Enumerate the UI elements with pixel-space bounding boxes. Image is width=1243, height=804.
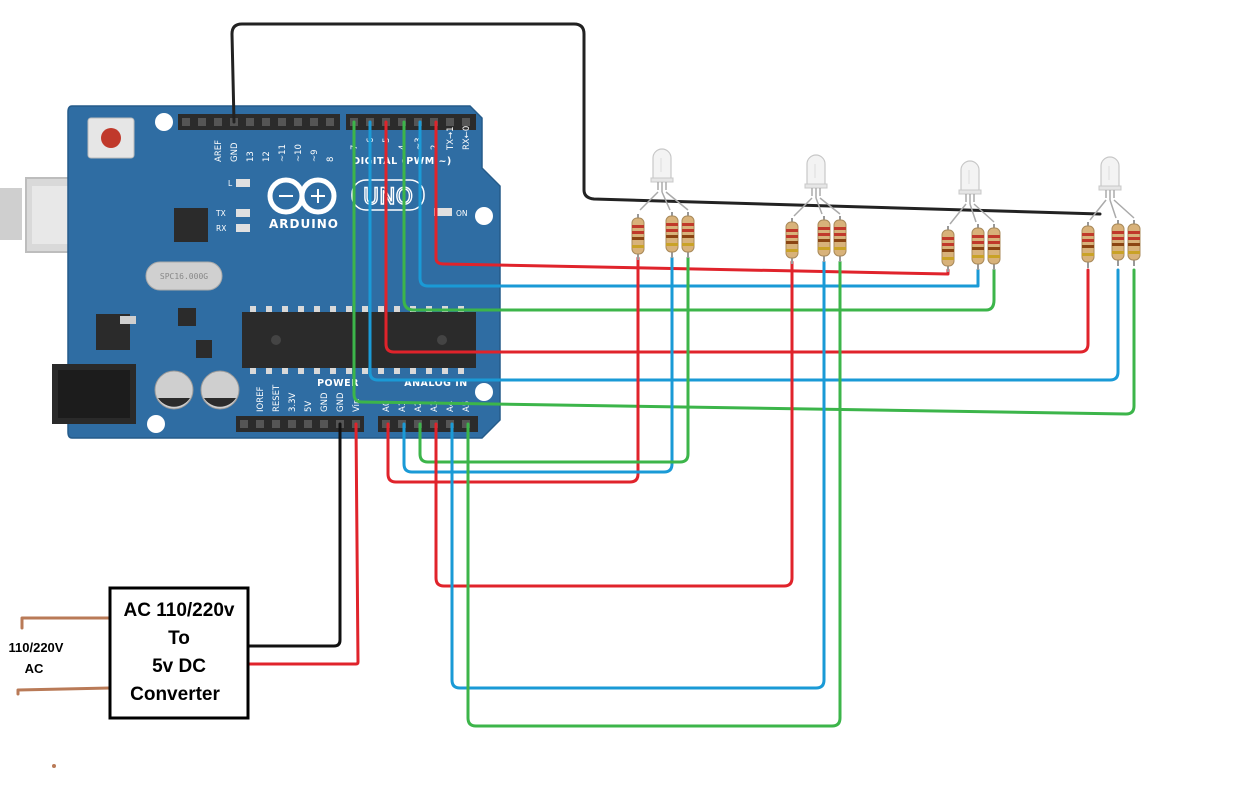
ac-input-label: 110/220V AC bbox=[9, 640, 64, 676]
rgb-led-1 bbox=[650, 148, 674, 193]
wire-red-d3 bbox=[434, 120, 950, 276]
ac-label: AC bbox=[25, 661, 44, 676]
pin-label: 12 bbox=[262, 151, 272, 162]
pin-label: 5V bbox=[304, 401, 314, 412]
digital-label: DIGITAL (PWM ~) bbox=[352, 156, 452, 167]
wire-black-gnd-power bbox=[246, 422, 342, 648]
pin-label: A0 bbox=[382, 401, 392, 412]
wire-red-vin bbox=[246, 422, 360, 666]
resistor bbox=[665, 211, 679, 259]
pin-label: IOREF bbox=[256, 387, 266, 412]
resistor bbox=[817, 215, 831, 263]
wire-green-a5 bbox=[466, 260, 842, 728]
mounting-hole bbox=[475, 383, 493, 401]
crystal-label: SPC16.000G bbox=[160, 272, 208, 281]
led-tx bbox=[236, 209, 250, 217]
wire-red-a3 bbox=[434, 260, 794, 588]
led-on bbox=[434, 208, 452, 216]
led-l-label: L bbox=[228, 179, 233, 188]
mounting-hole bbox=[475, 207, 493, 225]
converter-line-4: Converter bbox=[130, 684, 220, 705]
pin-label: AREF bbox=[214, 140, 224, 162]
analog-label: ANALOG IN bbox=[404, 378, 468, 389]
wire-blue-d10 bbox=[368, 120, 1120, 382]
power-header bbox=[236, 416, 364, 432]
resistor bbox=[987, 223, 1001, 271]
pin-label: A2 bbox=[414, 401, 424, 412]
small-chip bbox=[178, 308, 196, 326]
resistor bbox=[971, 223, 985, 271]
led-rx-label: RX bbox=[216, 224, 226, 233]
pin-label: 13 bbox=[246, 151, 256, 162]
pin-label: 3.3V bbox=[288, 392, 298, 412]
resistor bbox=[833, 215, 847, 263]
converter-box bbox=[108, 586, 250, 720]
arduino-logo bbox=[267, 177, 337, 215]
ac-lead-bottom bbox=[16, 686, 112, 696]
pin-label: RESET bbox=[272, 384, 282, 412]
resistor bbox=[941, 225, 955, 273]
pin-label: ~10 bbox=[294, 144, 304, 162]
on-label: ON bbox=[456, 209, 468, 218]
rgb-led-4 bbox=[1098, 156, 1122, 201]
brand-label: ARDUINO bbox=[269, 217, 339, 231]
crystal bbox=[145, 261, 223, 291]
pin-label: ~9 bbox=[310, 149, 320, 162]
pin-label: 8 bbox=[326, 157, 336, 162]
wire-blue-a1 bbox=[402, 256, 674, 474]
resistor bbox=[1081, 221, 1095, 269]
wire-gnd-common bbox=[230, 22, 1102, 216]
pin-label: GND bbox=[336, 392, 346, 412]
converter-line-3: 5v DC bbox=[152, 656, 206, 677]
pin-label: A5 bbox=[462, 401, 472, 412]
pin-label: A3 bbox=[430, 401, 440, 412]
power-label: POWER bbox=[317, 378, 359, 389]
wire-green-d6 bbox=[402, 120, 996, 312]
pin-label: TX→1 bbox=[446, 126, 456, 151]
wire-blue-d5 bbox=[418, 120, 980, 288]
led-l bbox=[236, 179, 250, 187]
stray-dot bbox=[52, 764, 56, 768]
usb-connector bbox=[0, 188, 22, 240]
rgb-led-array bbox=[631, 148, 1141, 273]
wire-blue-a4 bbox=[450, 260, 826, 690]
ac-lead-top bbox=[20, 616, 112, 630]
pin-label: RX←0 bbox=[462, 126, 472, 150]
pin-label: A4 bbox=[446, 401, 456, 412]
wire-red-a0 bbox=[386, 256, 640, 484]
resistor bbox=[1111, 219, 1125, 267]
pin-label: GND bbox=[230, 142, 240, 162]
mounting-hole bbox=[155, 113, 173, 131]
converter-line-1: AC 110/220v bbox=[124, 600, 235, 621]
digital-header-right bbox=[346, 114, 476, 130]
arduino-uno-board: SPC16.000G ARDUINO UNO bbox=[0, 105, 501, 439]
resistor bbox=[1127, 219, 1141, 267]
usb-chip bbox=[174, 208, 208, 242]
wire-green-a2 bbox=[418, 256, 690, 464]
wire-green-d11 bbox=[352, 120, 1136, 416]
wires bbox=[16, 22, 1136, 768]
rgb-led-3 bbox=[958, 160, 982, 205]
led-tx-label: TX bbox=[215, 209, 226, 218]
wire-red-d9 bbox=[384, 120, 1090, 354]
pin-label: GND bbox=[320, 392, 330, 412]
pin-label: A1 bbox=[398, 401, 408, 412]
converter-line-2: To bbox=[168, 628, 190, 649]
led-rx bbox=[236, 224, 250, 232]
rgb-led-2 bbox=[804, 154, 828, 199]
resistor bbox=[785, 217, 799, 265]
small-chip bbox=[196, 340, 212, 358]
ac-dc-converter: AC 110/220v To 5v DC Converter bbox=[108, 586, 250, 720]
pin-label: Vin bbox=[352, 399, 362, 412]
ac-voltage-label: 110/220V bbox=[9, 640, 64, 655]
pin-label: ~11 bbox=[278, 144, 288, 162]
resistor bbox=[681, 211, 695, 259]
mounting-hole bbox=[147, 415, 165, 433]
resistor bbox=[631, 213, 645, 261]
